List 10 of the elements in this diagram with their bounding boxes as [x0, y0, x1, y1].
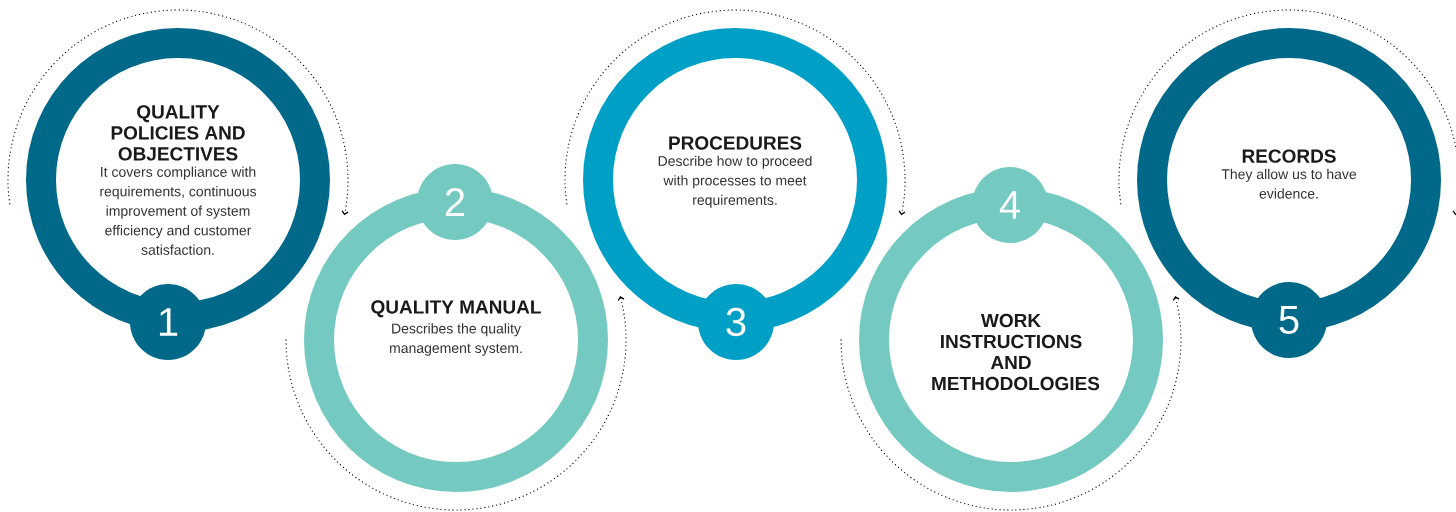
ring-text: WORK INSTRUCTIONS AND METHODOLOGIES [932, 313, 1100, 391]
number-badge: 5 [1251, 282, 1327, 358]
ring-text: QUALITY MANUAL Describes the quality management system. [371, 300, 541, 356]
ring-text: QUALITY POLICIES AND OBJECTIVES It covers compliance with requirements, continuous improvement of system efficiency and customer satisfaction. [100, 105, 257, 255]
number-badge: 4 [972, 167, 1048, 243]
ring-text: PROCEDURES Describe how to proceed with processes to meet requirements. [658, 136, 812, 208]
number-badge: 1 [130, 284, 206, 360]
number-badge: 2 [417, 164, 493, 240]
ring-text: RECORDS They allow us to have evidence. [1221, 149, 1357, 199]
number-badge: 3 [698, 284, 774, 360]
